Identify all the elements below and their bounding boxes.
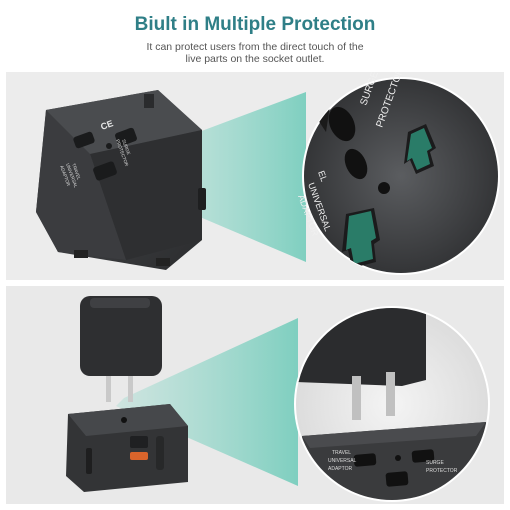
zoom-beam <box>124 92 306 262</box>
zoom-label-universal-bottom: UNIVERSAL <box>328 458 357 464</box>
zoom-beam-bottom <box>116 318 298 486</box>
top-panel-illustration: CE TRAVEL UNIVERSAL ADAPTOR SURGE PROTEC… <box>36 72 500 275</box>
zoom-label-surge-bottom: SURGE <box>426 460 444 466</box>
zoom-label-adaptor-bottom: ADAPTOR <box>328 466 352 472</box>
shutter-upper <box>404 124 436 174</box>
adapter-device-bottom <box>66 404 188 492</box>
zoom-label-el: EL <box>316 169 329 183</box>
zoom-label-protector-bottom: PROTECTOR <box>426 468 458 474</box>
page-subtitle: It can protect users from the direct tou… <box>120 41 390 65</box>
bottom-product-panel: TRAVEL UNIVERSAL ADAPTOR SURGE PROTECTOR <box>6 286 504 504</box>
device-label-travel: TRAVEL <box>71 163 82 181</box>
zoom-circle <box>302 77 500 275</box>
shutter-lower <box>342 208 380 268</box>
header: Biult in Multiple Protection It can prot… <box>0 0 510 70</box>
zoom-circle-bottom <box>294 306 490 502</box>
device-label-surge: SURGE <box>121 139 131 156</box>
ce-mark: CE <box>99 118 114 132</box>
bottom-panel-illustration: TRAVEL UNIVERSAL ADAPTOR SURGE PROTECTOR <box>66 296 490 502</box>
page-title: Biult in Multiple Protection <box>134 14 376 35</box>
subtitle-line-1: It can protect users from the direct tou… <box>146 41 364 53</box>
zoom-label-travel: TRAVEL <box>332 450 351 456</box>
top-product-panel: CE TRAVEL UNIVERSAL ADAPTOR SURGE PROTEC… <box>6 72 504 280</box>
subtitle-line-2: live parts on the socket outlet. <box>185 53 325 65</box>
wall-plug-device <box>80 296 162 402</box>
adapter-device <box>36 90 206 270</box>
